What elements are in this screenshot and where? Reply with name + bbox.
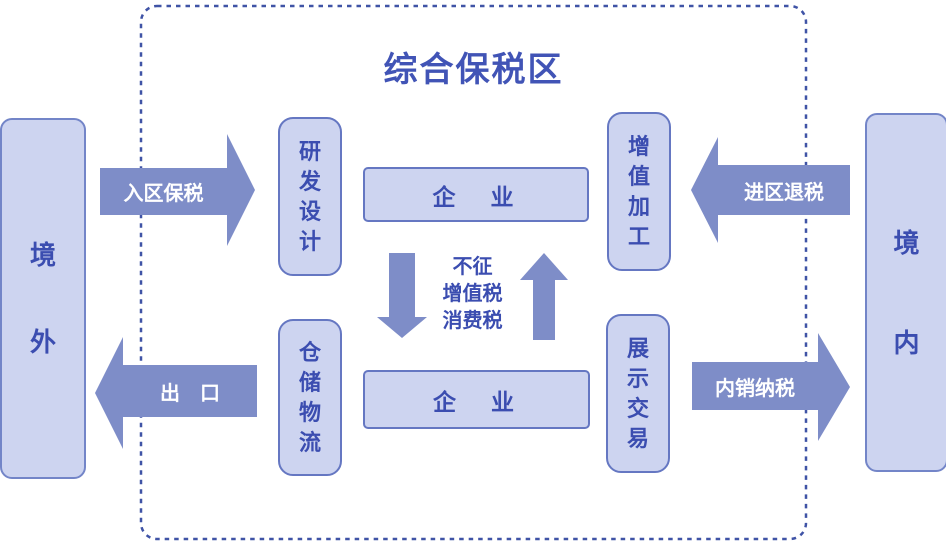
value-added-processing-box: 增值加工 [607,112,671,271]
inside-region-box: 境内 [865,113,946,472]
warehousing-logistics-label: 仓储物流 [299,339,322,455]
enter-zone-bonded-arrow-head [227,134,255,246]
enter-zone-bonded-arrow-label: 入区保税 [123,183,204,205]
export-arrow-label: 出 口 [160,382,220,405]
domestic-sales-tax-arrow: 内销纳税 [692,333,850,441]
enter-zone-refund-arrow-tail [718,165,850,215]
value-added-processing-label: 增值加工 [628,133,651,249]
rnd-design-label: 研发设计 [299,138,322,254]
export-arrow-head [95,337,123,449]
enterprise-bottom-label: 企 业 [433,388,520,415]
enter-zone-refund-arrow: 进区退税 [691,137,850,243]
down-arrow-tail [389,253,415,317]
down-arrow [377,253,427,338]
down-arrow-head [377,317,427,338]
up-arrow-tail [533,280,555,340]
enterprise-box-top: 企 业 [363,167,589,222]
inside-region-label: 境内 [893,227,920,358]
warehousing-logistics-box: 仓储物流 [278,319,342,476]
domestic-sales-tax-arrow-tail [692,362,818,410]
enter-zone-bonded-arrow-tail [100,168,227,215]
enterprise-top-label: 企 业 [432,183,520,210]
up-arrow-head [520,253,568,280]
exhibition-trading-label: 展示交易 [627,335,650,451]
outside-region-label: 境外 [30,239,57,357]
export-arrow-tail [123,365,257,417]
zone-title: 综合保税区 [383,51,564,89]
enter-zone-refund-arrow-label: 进区退税 [744,181,824,204]
enter-zone-refund-arrow-head [691,137,718,243]
domestic-sales-tax-arrow-label: 内销纳税 [715,377,795,400]
export-arrow: 出 口 [95,337,257,449]
rnd-design-box: 研发设计 [278,117,342,276]
enterprise-box-bottom: 企 业 [363,370,590,429]
outside-region-box: 境外 [0,118,86,479]
tax-exemption-note: 不征 增值税 消费税 [442,256,503,332]
enter-zone-bonded-arrow: 入区保税 [100,134,255,246]
domestic-sales-tax-arrow-head [818,333,850,441]
up-arrow [520,253,568,340]
exhibition-trading-box: 展示交易 [606,314,670,473]
